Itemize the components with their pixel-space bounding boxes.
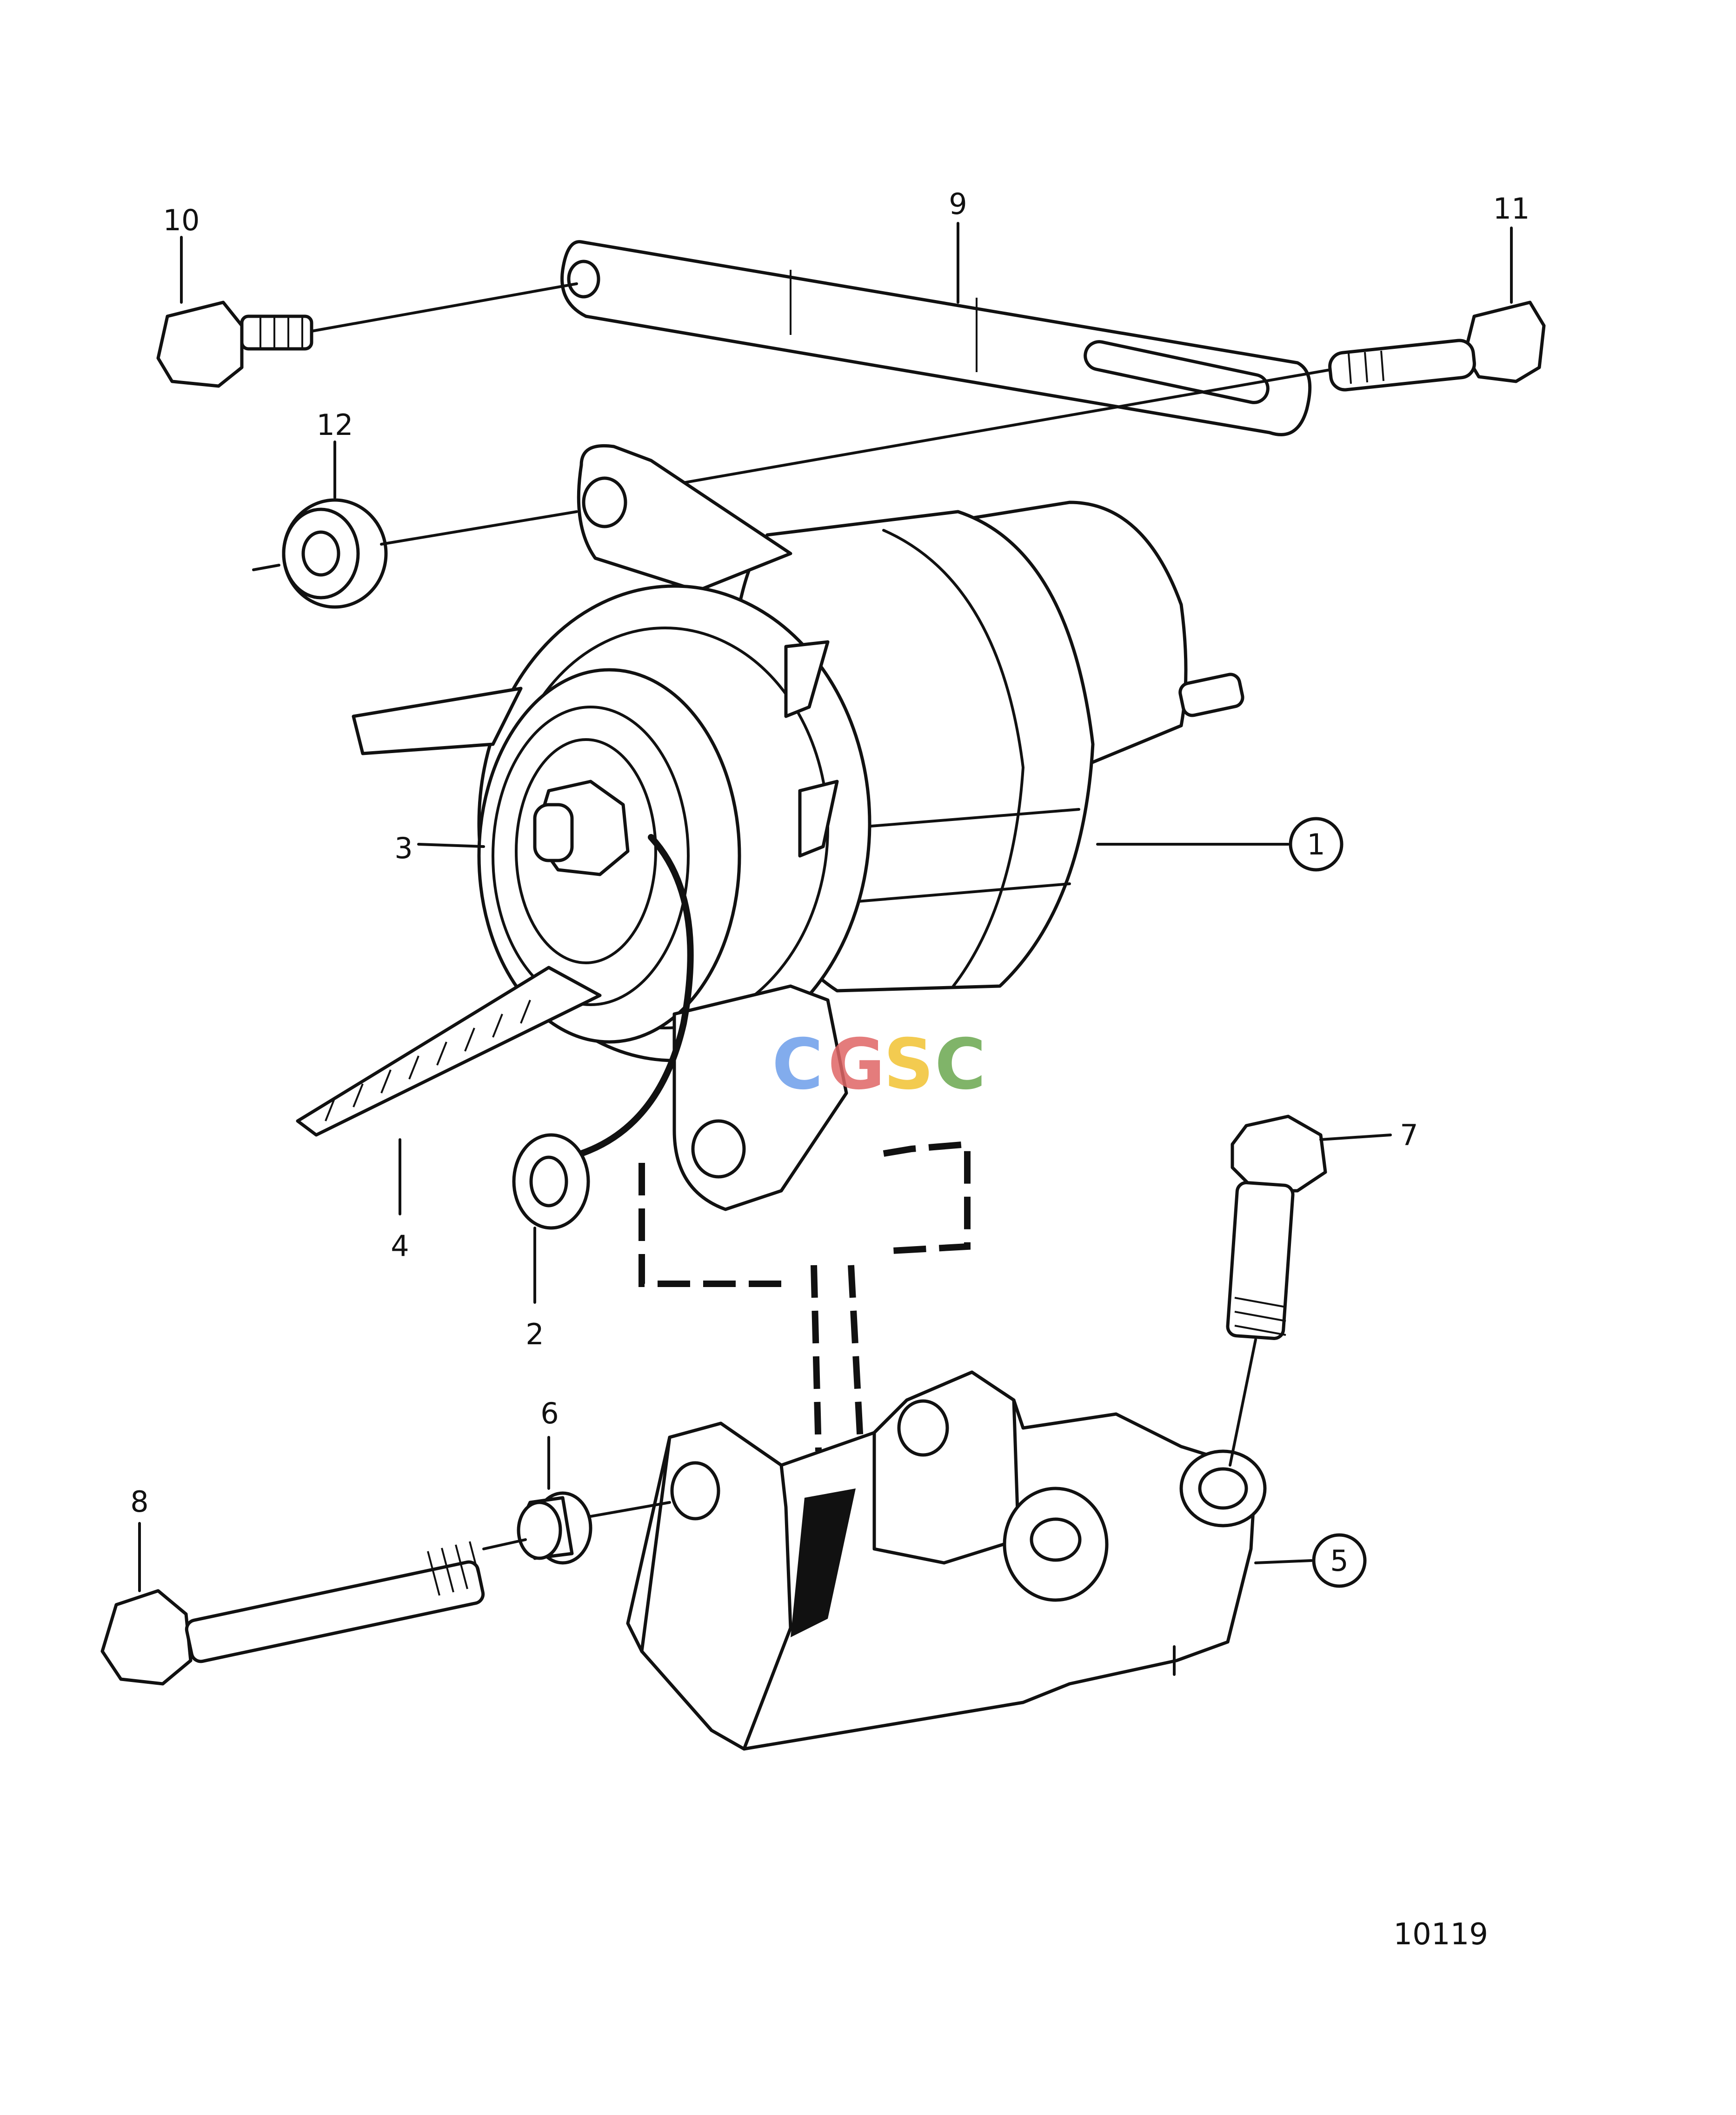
callout-4: 4: [391, 1229, 409, 1263]
callout-8: 8: [130, 1485, 148, 1519]
callout-7: 7: [1400, 1118, 1418, 1152]
callout-10: 10: [163, 203, 200, 237]
callout-3-leader: [417, 843, 485, 848]
watermark-letter-1: C: [772, 1024, 823, 1105]
callout-12: 12: [317, 408, 353, 442]
callout-3: 3: [394, 831, 412, 865]
watermark-letter-2: G: [828, 1024, 885, 1105]
watermark-letter-3: S: [884, 1024, 934, 1105]
bushing-6: [517, 1436, 671, 1565]
bolt-8: [100, 1522, 527, 1686]
callout-5: 5: [1330, 1544, 1348, 1578]
bracket-outline-dashed: [639, 1141, 971, 1452]
callout-1-circle: [1289, 817, 1344, 872]
callout-1: 1: [1307, 827, 1325, 861]
bolt-11: [650, 300, 1546, 490]
watermark-letter-4: C: [935, 1024, 986, 1105]
cgsc-watermark: C G S C: [772, 1024, 986, 1105]
figure-reference: 10119: [1393, 1917, 1488, 1952]
alternator-1: [477, 444, 1290, 1211]
bolt-10: [156, 282, 578, 388]
washer-2: [512, 834, 694, 1304]
callout-2: 2: [525, 1317, 544, 1351]
callout-9: 9: [949, 187, 967, 221]
callout-5-circle: [1312, 1533, 1367, 1588]
bolt-7: [1226, 1114, 1392, 1467]
v-belt-4: [296, 687, 602, 1215]
callout-11: 11: [1493, 192, 1530, 226]
callout-6: 6: [540, 1396, 559, 1430]
adjusting-bracket: [560, 240, 1312, 436]
mounting-bracket-5: [626, 1370, 1313, 1751]
flange-nut-12: [252, 498, 578, 609]
